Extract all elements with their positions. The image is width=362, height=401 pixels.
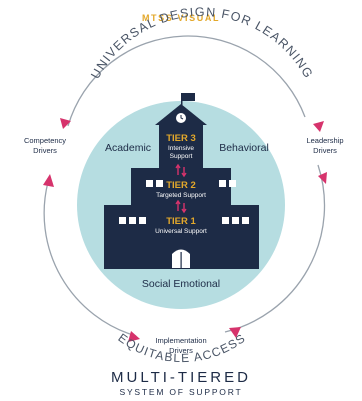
arrow-left-top-icon (60, 118, 71, 129)
header-title: MTSS VISUAL (142, 13, 220, 23)
competency-drivers-line1: Competency (24, 136, 66, 145)
up-down-arrows-icon (175, 199, 187, 214)
flag-icon (182, 93, 195, 101)
academic-label: Academic (105, 142, 151, 154)
cycle-arrows (43, 118, 327, 342)
window-icon (242, 217, 249, 224)
window-icon (219, 180, 226, 187)
window-icon (139, 217, 146, 224)
arrow-bottom-icon (229, 327, 241, 338)
windows (119, 180, 249, 224)
tier1-desc: Universal Support (155, 228, 207, 235)
up-down-arrows-icon (175, 163, 187, 178)
implementation-drivers-line2: Drivers (169, 346, 193, 355)
leadership-drivers-line1: Leadership (306, 136, 343, 145)
tier1-label: TIER 1 (166, 216, 196, 227)
udl-arc-label: UNIVERSAL DESIGN FOR LEARNING (88, 5, 316, 81)
window-icon (232, 217, 239, 224)
flag-pole (181, 93, 183, 113)
leadership-drivers-line2: Drivers (313, 146, 337, 155)
door-icon (172, 249, 190, 268)
footer-subtitle: SYSTEM OF SUPPORT (119, 387, 242, 397)
implementation-drivers-line1: Implementation (155, 336, 206, 345)
window-icon (222, 217, 229, 224)
window-icon (229, 180, 236, 187)
tier3-label: TIER 3 (166, 133, 196, 144)
cycle-ring (43, 35, 326, 337)
clock-icon (176, 113, 186, 123)
window-icon (146, 180, 153, 187)
tier3-desc-line2: Support (170, 153, 193, 160)
window-icon (156, 180, 163, 187)
arrow-right-bottom-icon (318, 172, 327, 184)
tier3-desc-line1: Intensive (168, 145, 194, 152)
arrow-left-icon (43, 174, 54, 187)
footer-title: MULTI-TIERED (111, 369, 251, 386)
window-icon (129, 217, 136, 224)
behavioral-label: Behavioral (219, 142, 269, 154)
tier2-label: TIER 2 (166, 180, 196, 191)
tier2-desc: Targeted Support (156, 192, 206, 199)
competency-drivers-line2: Drivers (33, 146, 57, 155)
social-emotional-label: Social Emotional (142, 278, 220, 290)
school-building (104, 93, 259, 269)
tier3-block (159, 125, 203, 168)
arrow-right-icon (313, 121, 324, 132)
arrow-bottom-left-icon (128, 331, 140, 342)
window-icon (119, 217, 126, 224)
